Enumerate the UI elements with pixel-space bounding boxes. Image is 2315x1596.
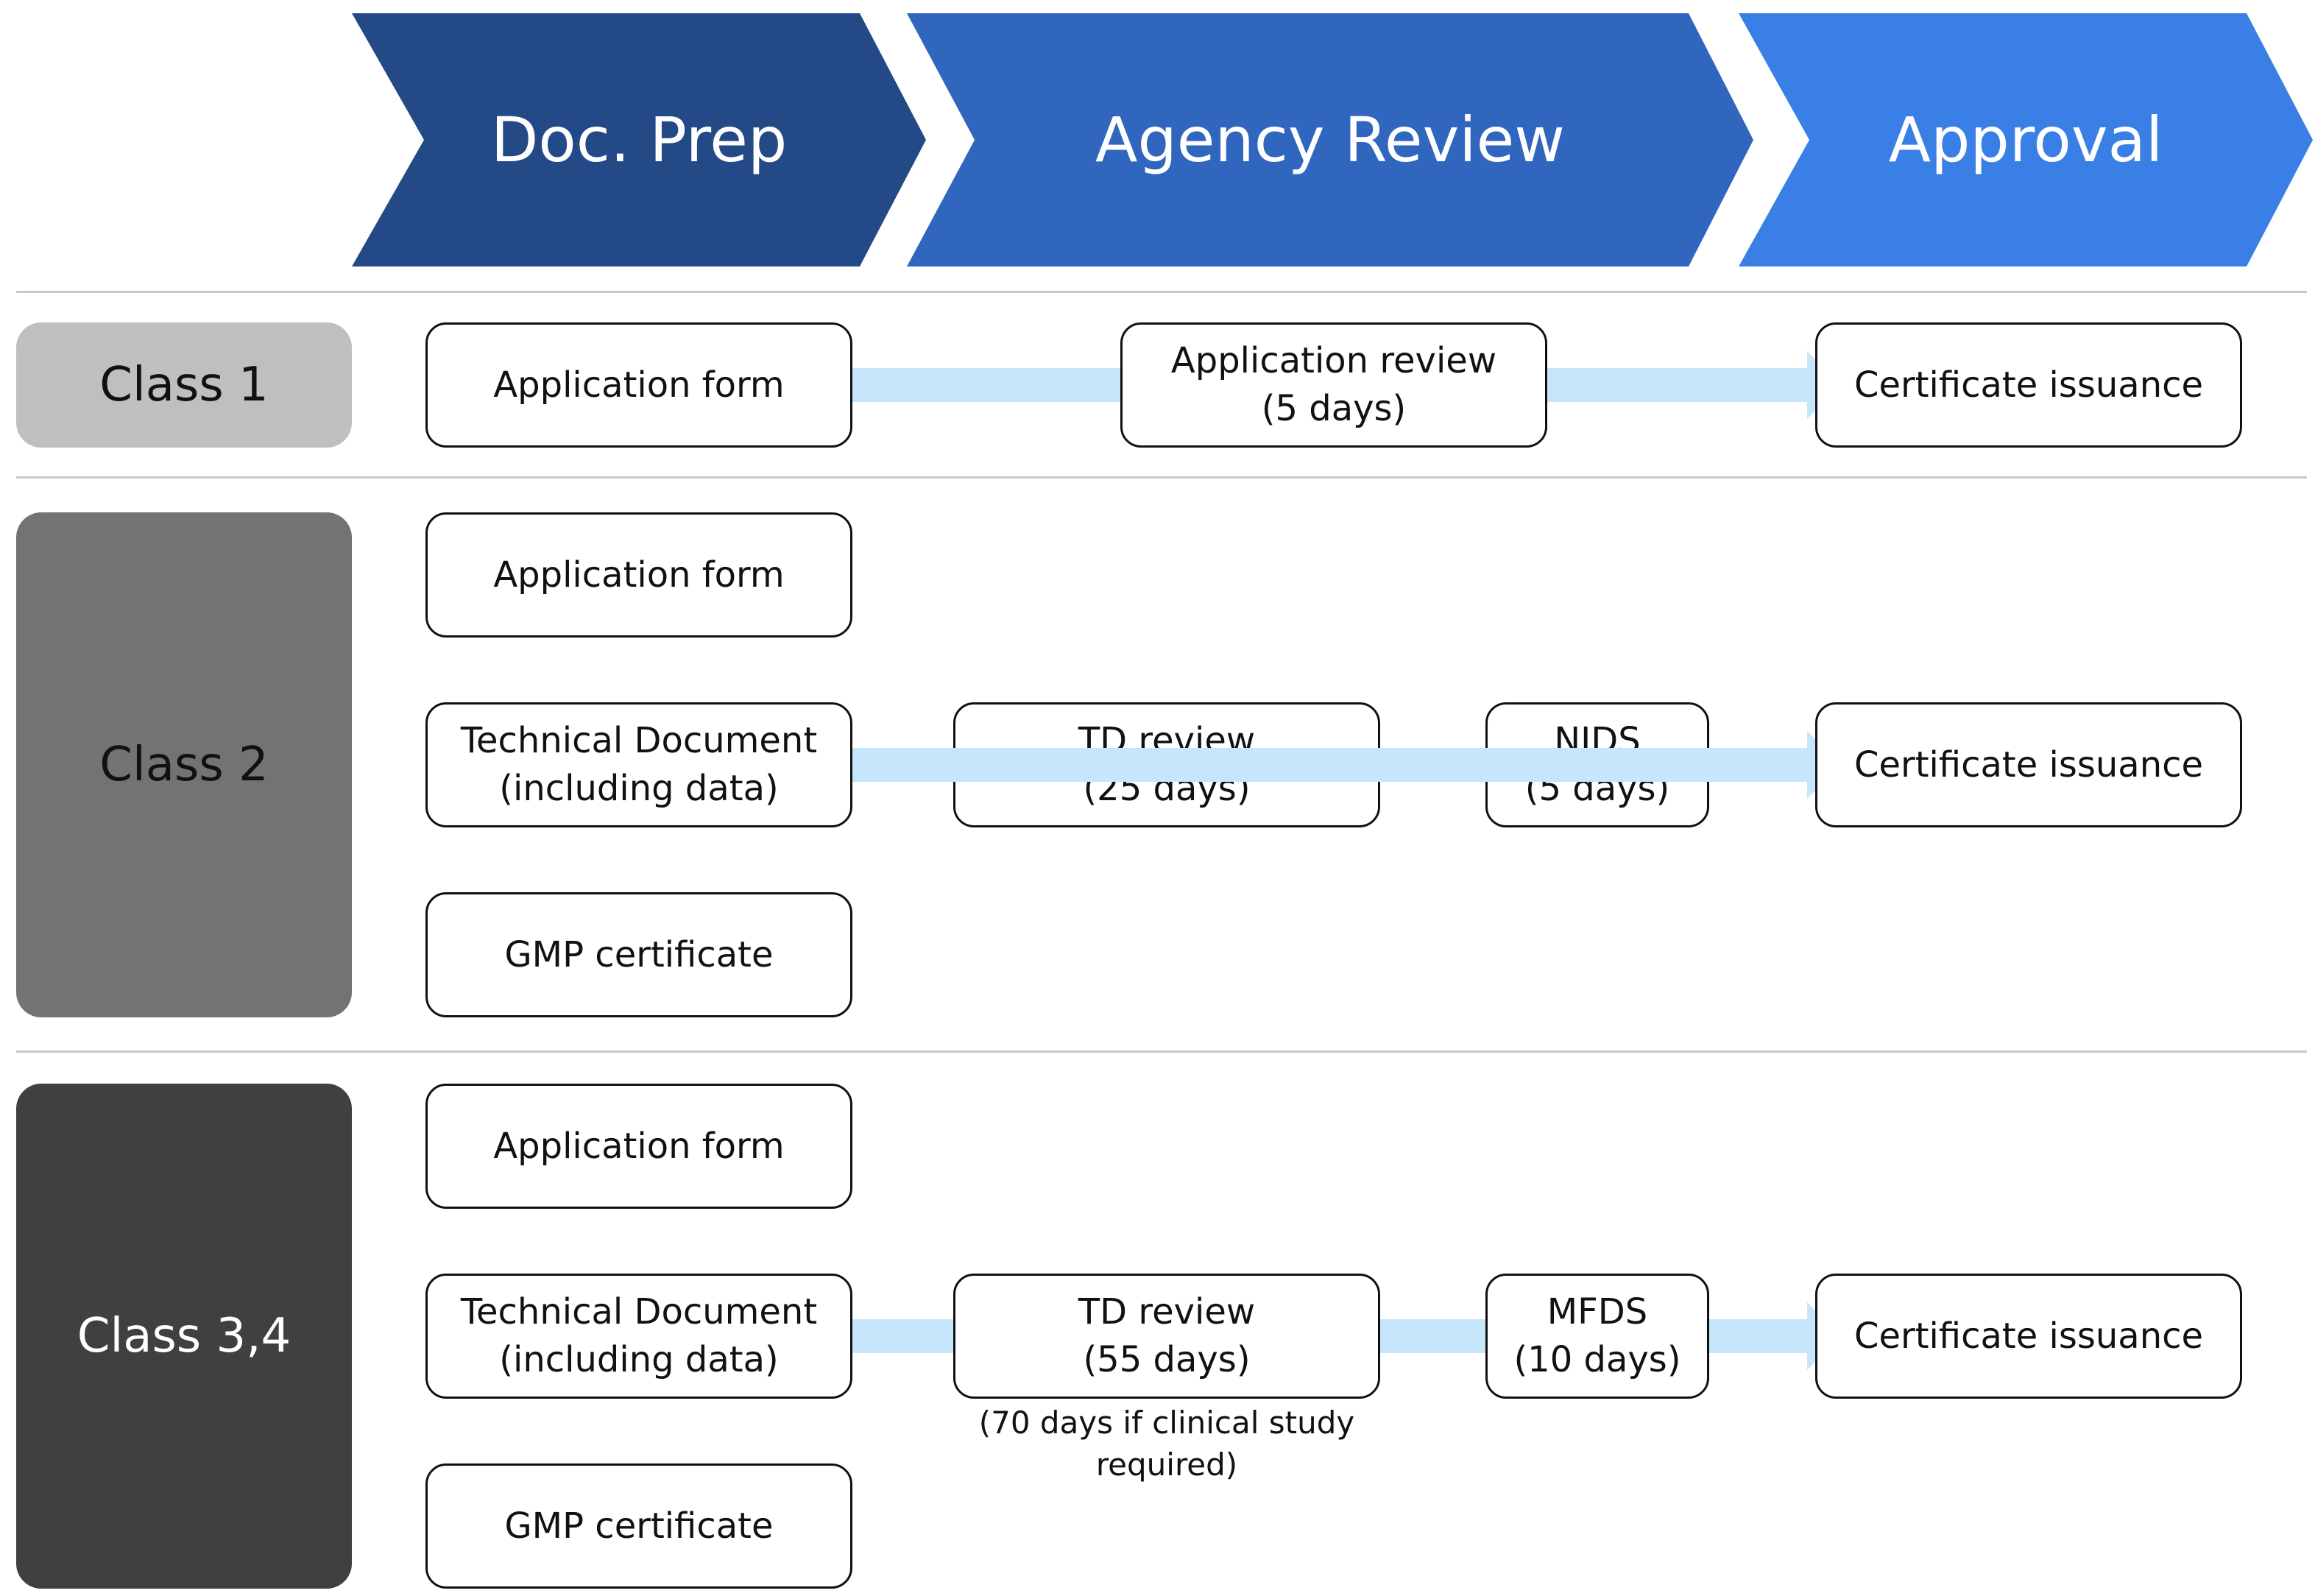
class-3-4-application-form: Application form <box>425 1084 852 1209</box>
flow-arrow <box>850 748 1807 782</box>
phase-label: Agency Review <box>1095 104 1565 176</box>
class-2-gmp-certificate: GMP certificate <box>425 892 852 1017</box>
class-3-4-gmp-certificate: GMP certificate <box>425 1463 852 1589</box>
divider <box>16 1051 2307 1053</box>
class-3-4-mfds: MFDS (10 days) <box>1485 1274 1709 1399</box>
class-1-application-review: Application review (5 days) <box>1120 322 1547 448</box>
class-2-technical-document: Technical Document (including data) <box>425 702 852 827</box>
divider <box>16 291 2307 293</box>
class-1-label: Class 1 <box>16 322 352 448</box>
class-2-certificate-issuance: Certificate issuance <box>1815 702 2242 827</box>
phase-approval: Approval <box>1739 13 2313 266</box>
class-2-label: Class 2 <box>16 512 352 1017</box>
class-1-application-form: Application form <box>425 322 852 448</box>
class-3-4-technical-document: Technical Document (including data) <box>425 1274 852 1399</box>
class-3-4-td-review: TD review (55 days) <box>953 1274 1380 1399</box>
divider <box>16 476 2307 479</box>
phase-label: Approval <box>1888 104 2163 176</box>
phase-label: Doc. Prep <box>490 104 788 176</box>
class-3-4-certificate-issuance: Certificate issuance <box>1815 1274 2242 1399</box>
class-3-4-td-note: (70 days if clinical study required) <box>978 1405 1355 1483</box>
class-2-application-form: Application form <box>425 512 852 638</box>
class-1-certificate-issuance: Certificate issuance <box>1815 322 2242 448</box>
phase-doc-prep: Doc. Prep <box>352 13 926 266</box>
class-3-4-label: Class 3,4 <box>16 1084 352 1589</box>
phase-agency-review: Agency Review <box>907 13 1753 266</box>
